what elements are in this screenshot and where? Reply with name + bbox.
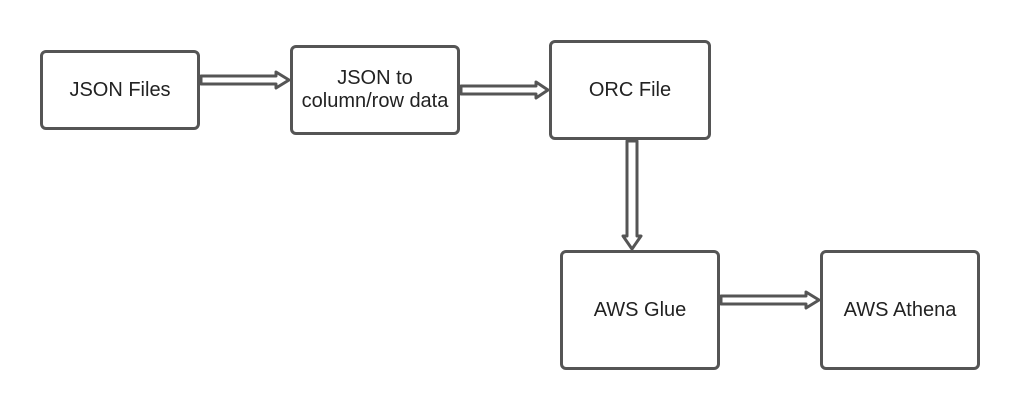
- node-json-to-column-row-data: JSON to column/row data: [290, 45, 460, 135]
- node-aws-glue: AWS Glue: [560, 250, 720, 370]
- node-aws-athena: AWS Athena: [820, 250, 980, 370]
- node-label-orc-file: ORC File: [588, 78, 672, 101]
- node-orc-file: ORC File: [549, 40, 711, 140]
- node-label-json-files: JSON Files: [69, 78, 171, 101]
- node-label-aws-glue: AWS Glue: [593, 298, 687, 321]
- node-json-files: JSON Files: [40, 50, 200, 130]
- arrow-aws-glue-to-aws-athena: [719, 290, 821, 310]
- node-label-json-to-column-row-data: JSON to column/row data: [301, 67, 449, 112]
- arrow-json-to-col-to-orc-file: [459, 80, 550, 100]
- node-label-aws-athena: AWS Athena: [843, 298, 957, 321]
- arrow-orc-file-to-aws-glue: [621, 139, 643, 251]
- arrow-json-files-to-json-to-col: [199, 70, 291, 90]
